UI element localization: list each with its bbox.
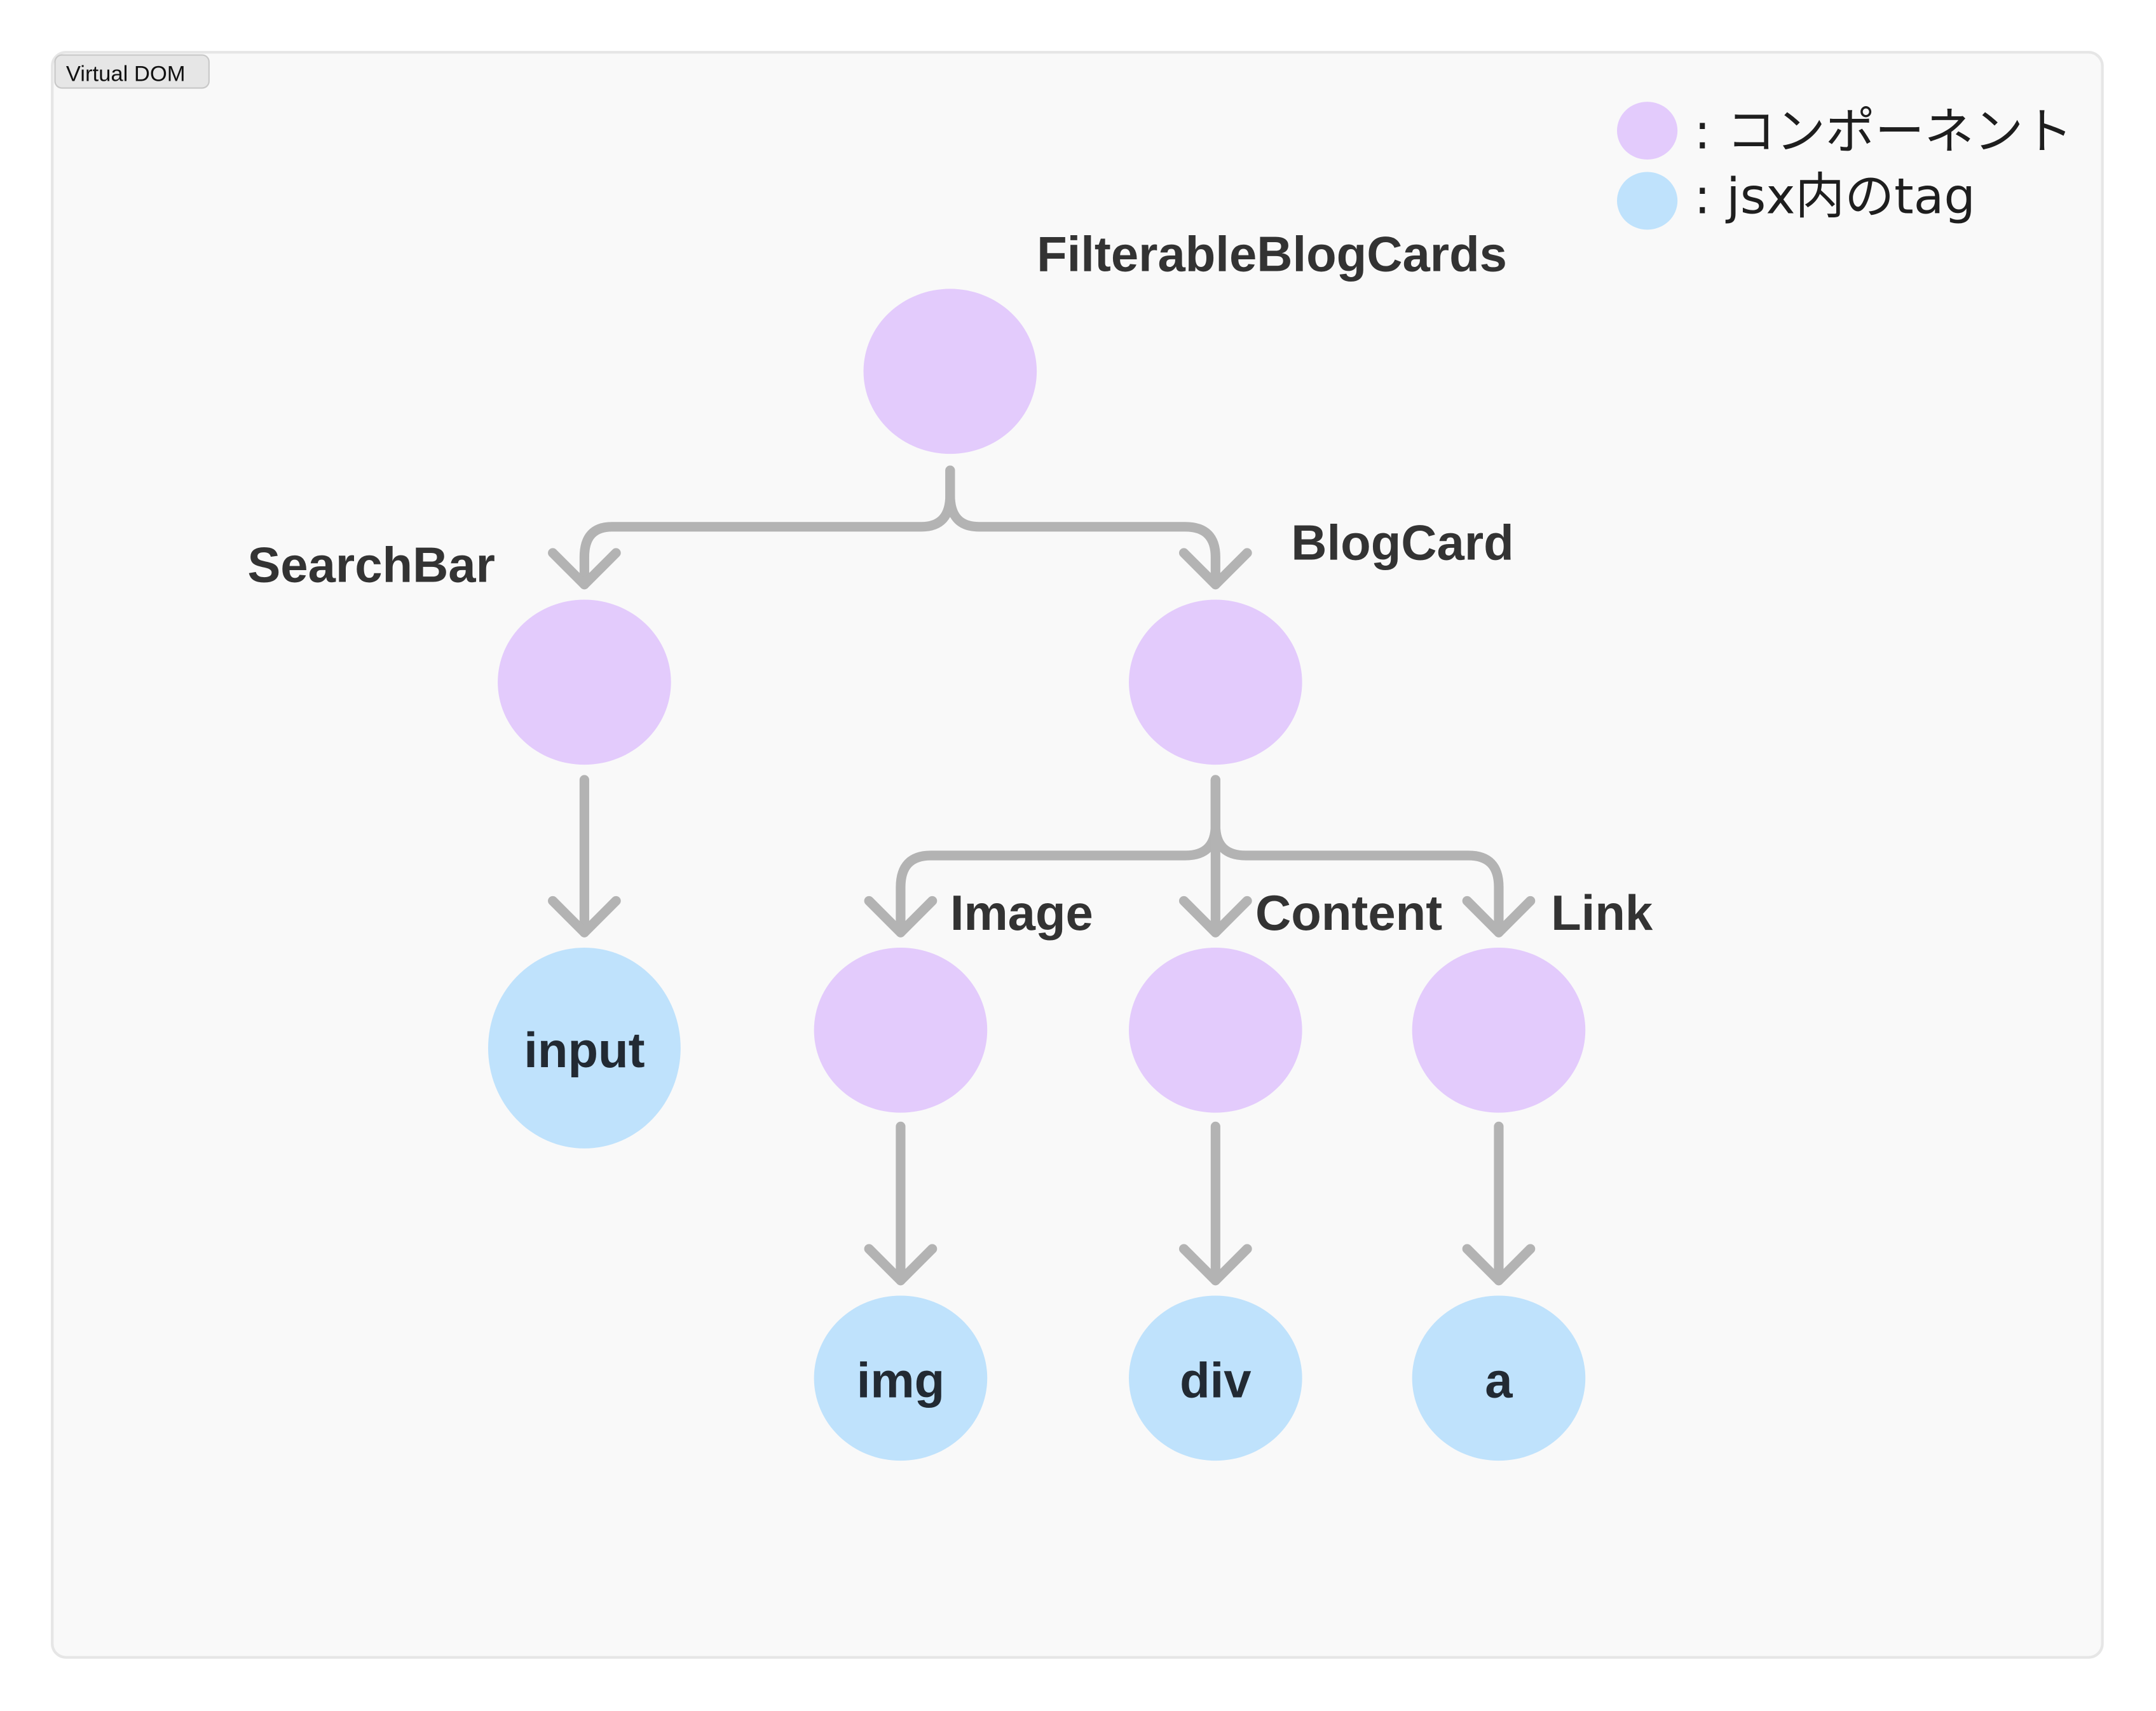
node-blogcard[interactable]: BlogCard [1129,515,1514,765]
node-label: FilterableBlogCards [1037,226,1507,282]
frame-title-tag[interactable]: Virtual DOM [54,54,210,89]
node-label: Image [950,885,1093,941]
component-node [814,947,988,1113]
node-image[interactable]: Image [814,885,1093,1113]
arrowhead-div [1179,1244,1252,1286]
legend-component-swatch [1617,102,1678,160]
edge-blogcard-to-link [1210,775,1504,937]
legend-tag-label: : jsx内のtag [1694,168,1975,225]
arrowhead-link [1462,896,1536,937]
arrowhead-input [548,896,621,937]
legend: : コンポーネント : jsx内のtag [1617,102,2073,230]
node-label: Link [1551,885,1653,941]
arrowhead-a [1462,1244,1536,1286]
node-div[interactable]: div [1129,1295,1302,1461]
tag-node [814,1295,988,1461]
component-node [1412,947,1586,1113]
node-a[interactable]: a [1412,1295,1586,1461]
node-label: BlogCard [1291,515,1513,571]
edges [548,465,1536,1286]
node-link[interactable]: Link [1412,885,1653,1113]
edge-filterable-to-blogcard [945,465,1220,590]
node-img[interactable]: img [814,1295,988,1461]
arrowhead-searchbar [548,548,621,590]
node-filterable-blog-cards[interactable]: FilterableBlogCards [863,226,1507,454]
node-text: input [524,1022,645,1078]
node-input[interactable]: input [488,947,681,1149]
tag-node [1129,1295,1302,1461]
arrowhead-content [1179,896,1252,937]
component-node [1129,599,1302,765]
tag-node [488,947,681,1149]
component-node [498,599,671,765]
legend-item-component: : コンポーネント [1617,102,2073,161]
component-node [1129,947,1302,1113]
component-node [863,289,1037,454]
node-text: div [1180,1353,1252,1408]
arrowhead-blogcard [1179,548,1252,590]
legend-item-jsx-tag: : jsx内のtag [1617,168,1975,230]
node-label: Content [1255,885,1442,941]
node-text: a [1485,1353,1513,1408]
node-label: SearchBar [247,536,495,592]
frame-title: Virtual DOM [66,62,186,86]
arrowhead-image [864,896,938,937]
node-content[interactable]: Content [1129,885,1442,1113]
legend-component-label: : コンポーネント [1694,104,2073,161]
node-searchbar[interactable]: SearchBar [247,536,671,765]
nodes: FilterableBlogCards SearchBar BlogCard i… [247,226,1653,1461]
legend-tag-swatch [1617,172,1678,230]
node-text: img [857,1353,945,1408]
arrowhead-img [864,1244,938,1286]
tag-node [1412,1295,1586,1461]
